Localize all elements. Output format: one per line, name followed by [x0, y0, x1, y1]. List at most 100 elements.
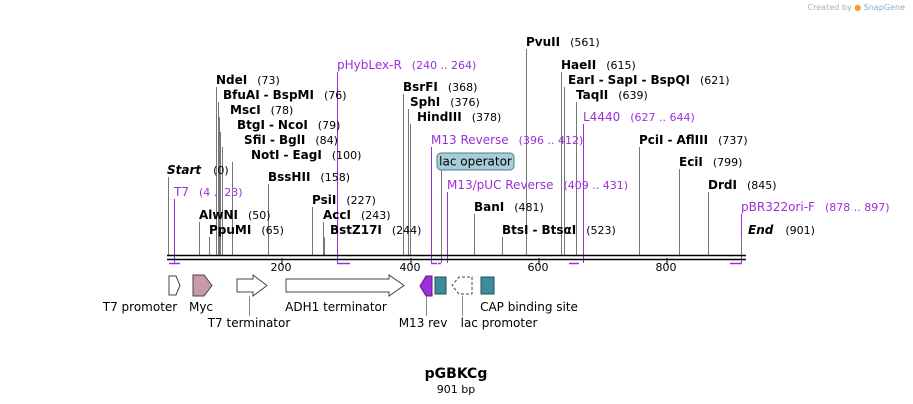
site-name: BtgI — [237, 118, 265, 132]
site-position: (878 .. 897) — [825, 201, 890, 214]
end-name: End — [748, 223, 774, 237]
feature-label-cap-binding-site: CAP binding site — [480, 300, 578, 314]
site-position: (396 .. 412) — [519, 134, 584, 147]
site-position: (627 .. 644) — [630, 111, 695, 124]
enzyme-label-btsi: BtsI-BtsαI(523) — [502, 223, 616, 237]
primer-label-t7: T7 (4 .. 23) — [173, 185, 243, 199]
plasmid-name: pGBKCg — [425, 366, 488, 382]
end-label-end: End(901) — [748, 223, 815, 237]
enzyme-label-bsrfi: BsrFI(368) — [403, 80, 477, 94]
site-name: AlwNI — [199, 208, 238, 222]
name-separator: - — [269, 118, 274, 132]
site-name: BssHII — [268, 170, 310, 184]
name-separator: - — [270, 133, 275, 147]
ruler-ticks: 200 400 600 800 — [271, 258, 677, 274]
credit-brand: SnapGene — [863, 3, 905, 12]
enzyme-label-taqii: TaqII (639) — [576, 88, 648, 102]
site-position: (76) — [324, 89, 347, 102]
site-name: BstZ17I — [330, 223, 382, 237]
end-position: (0) — [213, 164, 229, 177]
ruler-tick-label: 800 — [656, 261, 677, 274]
enzyme-label-alwni: AlwNI (50) — [199, 208, 271, 222]
primer-label-phyblex-r: pHybLex-R(240 .. 264) — [337, 58, 476, 72]
feature-adh1-terminator-arrow — [285, 274, 405, 297]
site-position: (621) — [700, 74, 730, 87]
enzyme-label-msci: MscI (78) — [230, 103, 293, 117]
site-name: BanI — [474, 200, 504, 214]
enzyme-label-noti: NotI-EagI(100) — [251, 148, 361, 162]
feature-label-myc: Myc — [189, 300, 213, 314]
enzyme-label-bstz17i: BstZ17I(244) — [330, 223, 421, 237]
site-name: HindIII — [417, 110, 462, 124]
lac-operator-box — [436, 152, 515, 171]
site-position: (561) — [570, 36, 600, 49]
credit-prefix: Created by — [807, 3, 852, 12]
feature-label-adh1-terminator: ADH1 terminator — [285, 300, 387, 314]
name-separator: - — [668, 133, 673, 147]
site-position: (78) — [271, 104, 294, 117]
site-name: EagI — [292, 148, 321, 162]
site-name: pHybLex-R — [337, 58, 402, 72]
feature-lac-operator-box — [434, 276, 447, 295]
site-name: MscI — [230, 103, 261, 117]
site-name: M13 Reverse — [431, 133, 509, 147]
site-position: (79) — [318, 119, 341, 132]
enzyme-label-sphi: SphI (376) — [410, 95, 480, 109]
site-position: (737) — [718, 134, 748, 147]
enzyme-label-haeii: HaeII(615) — [561, 58, 636, 72]
site-position: (158) — [320, 171, 350, 184]
site-position: (50) — [248, 209, 271, 222]
site-name: TaqII — [576, 88, 608, 102]
site-name: SphI — [410, 95, 440, 109]
site-position: (243) — [361, 209, 391, 222]
ruler-tick-label: 200 — [271, 261, 292, 274]
site-name: M13/pUC Reverse — [447, 178, 554, 192]
site-position: (639) — [618, 89, 648, 102]
site-name: EciI — [679, 155, 703, 169]
site-name: L4440 — [583, 110, 620, 124]
enzyme-label-ppumi: PpuMI(65) — [209, 223, 284, 237]
lac-operator-label: lac operator — [439, 155, 512, 169]
feature-label-m13-rev: M13 rev — [399, 316, 448, 330]
site-name: NotI — [251, 148, 280, 162]
enzyme-label-eari: EarI-SapI-BspQI(621) — [568, 73, 730, 87]
site-name: PsiI — [312, 193, 336, 207]
sequence-backbone — [167, 254, 746, 261]
enzyme-label-hindiii: HindIII(378) — [417, 110, 501, 124]
feature-cap-binding-site-box — [480, 276, 495, 295]
site-position: (845) — [747, 179, 777, 192]
site-position: (615) — [606, 59, 636, 72]
ruler-tick-label: 400 — [400, 261, 421, 274]
enzyme-label-bsshii: BssHII (158) — [268, 170, 350, 184]
site-position: (409 .. 431) — [564, 179, 629, 192]
enzyme-label-btgi: BtgI-NcoI (79) — [237, 118, 340, 132]
name-separator: - — [284, 148, 289, 162]
site-name: BtsαI — [541, 223, 576, 237]
ruler-tick-label: 600 — [528, 261, 549, 274]
enzyme-label-drdi: DrdI(845) — [708, 178, 777, 192]
site-name: BspQI — [650, 73, 690, 87]
feature-label-t7-promoter: T7 promoter — [102, 300, 178, 314]
name-separator: - — [641, 73, 646, 87]
feature-m13-rev-arrow — [419, 275, 433, 297]
site-name: PpuMI — [209, 223, 251, 237]
site-labels: NdeI(73)BfuAI-BspMI(76)MscI(78)BtgI-NcoI… — [167, 35, 890, 237]
site-position: (376) — [450, 96, 480, 109]
enzyme-label-acci: AccI(243) — [323, 208, 391, 222]
site-name: BtsI — [502, 223, 529, 237]
enzyme-label-sfii: SfiI-BglI(84) — [244, 133, 338, 147]
site-name: pBR322ori-F — [741, 200, 815, 214]
site-position: (799) — [713, 156, 743, 169]
site-name: NcoI — [278, 118, 308, 132]
site-name: BsrFI — [403, 80, 438, 94]
site-position: (4 .. 23) — [199, 186, 243, 199]
enzyme-label-pcii: PciI-AflIII(737) — [639, 133, 748, 147]
name-separator: - — [533, 223, 538, 237]
site-name: T7 — [173, 185, 189, 199]
feature-label-t7-terminator: T7 terminator — [207, 316, 291, 330]
site-name: NdeI — [216, 73, 247, 87]
plasmid-length: 901 bp — [437, 383, 475, 396]
site-name: AflIII — [676, 133, 708, 147]
